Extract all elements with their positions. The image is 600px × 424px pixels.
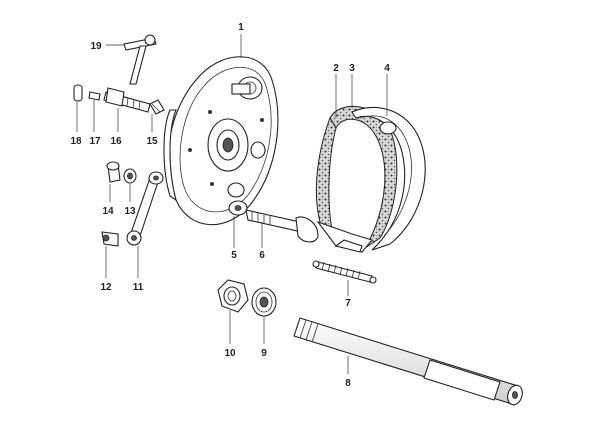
- part-8-axle-spindle: [293, 317, 523, 406]
- label-18: 18: [70, 136, 82, 147]
- label-13: 13: [124, 206, 136, 217]
- label-17: 17: [89, 136, 101, 147]
- part-5-washer: [228, 200, 248, 216]
- label-4: 4: [384, 63, 390, 74]
- label-7: 7: [345, 298, 351, 309]
- part-10-hex-nut: [217, 279, 249, 313]
- label-16: 16: [110, 136, 122, 147]
- part-labels: 1 2 3 4 5 6 7 8 9 10 11 12 13 14 15 16 1…: [70, 22, 390, 389]
- part-2-3-4-brake-shoes: [315, 105, 426, 253]
- part-13-small-nut: [123, 168, 137, 184]
- label-3: 3: [349, 63, 355, 74]
- label-2: 2: [333, 63, 339, 74]
- label-14: 14: [102, 206, 114, 217]
- part-1-brake-plate: [163, 56, 279, 226]
- label-9: 9: [261, 348, 267, 359]
- part-6-brake-cam: [245, 209, 319, 243]
- label-6: 6: [259, 250, 265, 261]
- part-14-bolt: [106, 161, 121, 183]
- leader-lines: [76, 34, 388, 374]
- label-15: 15: [146, 136, 158, 147]
- label-12: 12: [100, 282, 112, 293]
- part-19-cable-lever: [123, 34, 157, 85]
- label-1: 1: [238, 22, 244, 33]
- part-12-clevis: [101, 231, 119, 247]
- part-9-lock-washer: [251, 287, 277, 317]
- part-18-cap: [73, 84, 83, 102]
- part-17-pin: [88, 91, 101, 101]
- part-16-adjuster-barrel: [103, 87, 151, 113]
- part-11-brake-lever: [126, 171, 164, 246]
- label-11: 11: [133, 282, 144, 293]
- part-7-return-spring: [312, 260, 377, 284]
- label-8: 8: [345, 378, 351, 389]
- label-10: 10: [224, 348, 236, 359]
- part-15-adjuster-nut: [149, 99, 165, 115]
- label-5: 5: [231, 250, 237, 261]
- label-19: 19: [90, 41, 102, 52]
